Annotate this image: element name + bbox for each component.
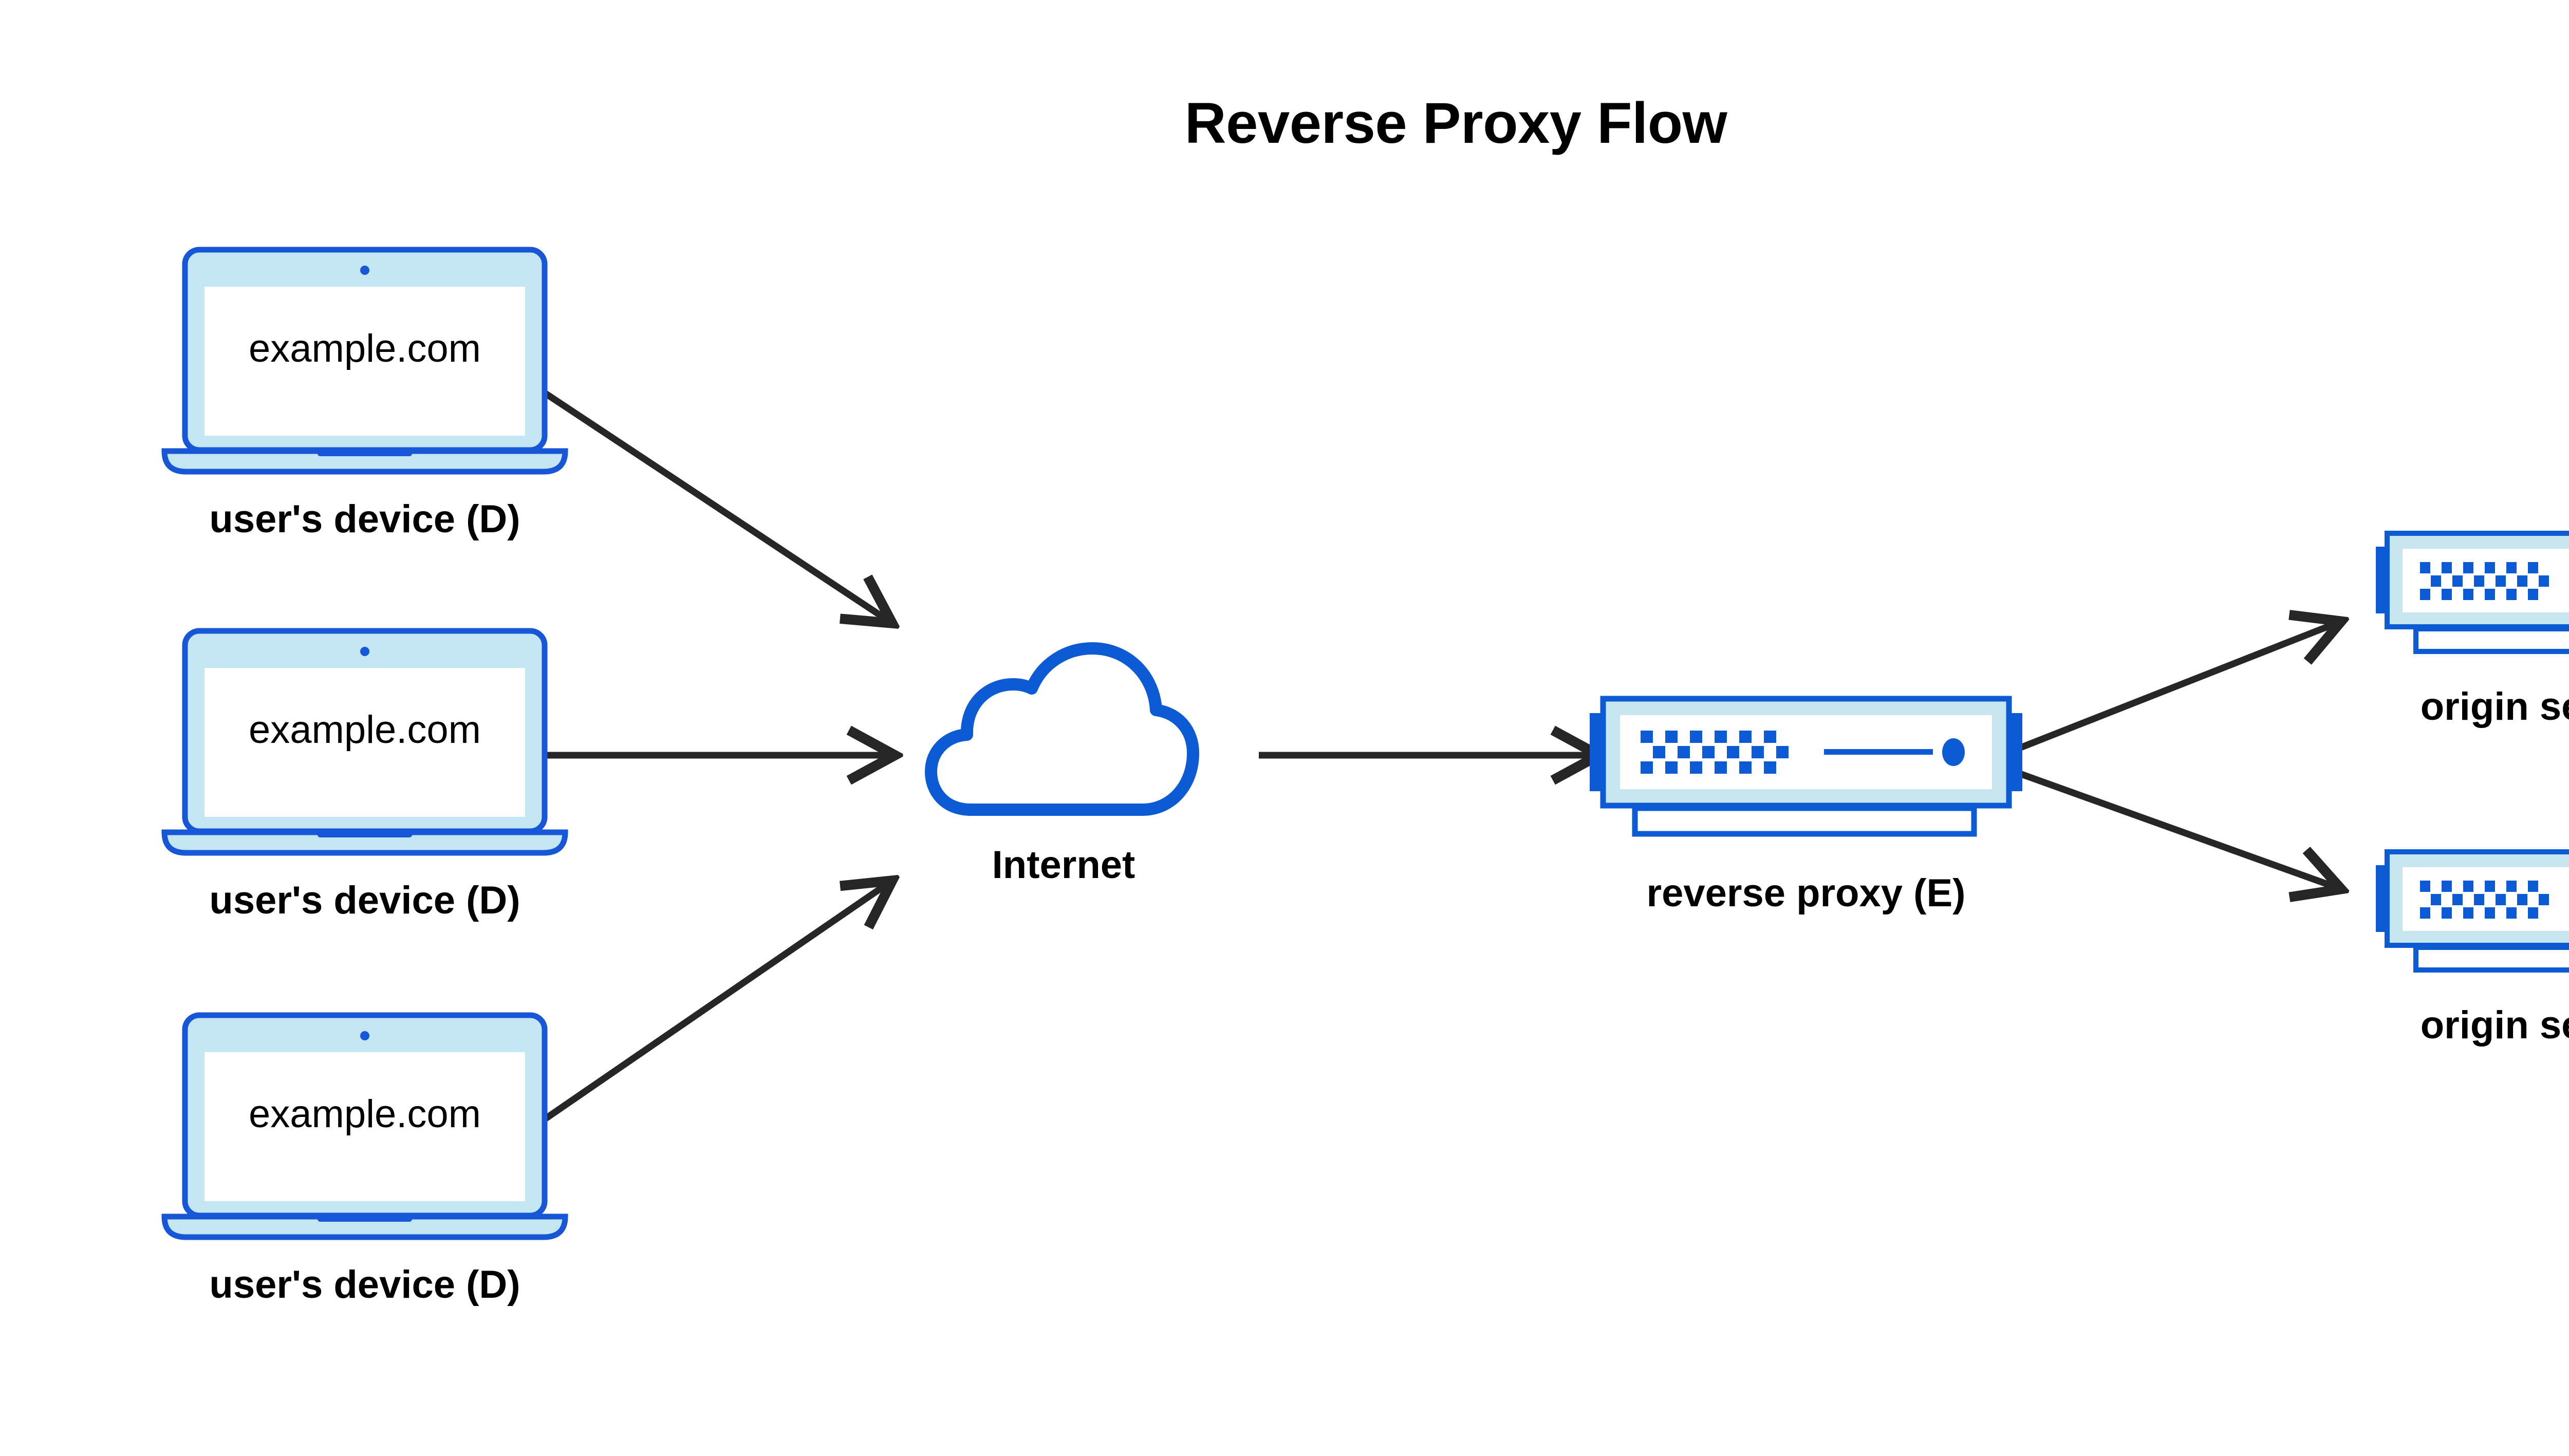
caption-client-middle: user's device (D) xyxy=(209,879,520,922)
caption-internet: Internet xyxy=(992,843,1135,887)
node-client-bottom[interactable]: example.com user's device (D) xyxy=(159,1012,570,1306)
edge-client-top-to-internet xyxy=(504,364,891,623)
cloud-icon xyxy=(925,642,1199,816)
laptop-icon xyxy=(161,1012,568,1240)
node-client-top[interactable]: example.com user's device (D) xyxy=(159,247,570,541)
laptop-icon xyxy=(161,628,568,856)
server-icon xyxy=(1590,696,2022,837)
server-icon xyxy=(2376,531,2569,654)
node-client-middle[interactable]: example.com user's device (D) xyxy=(159,628,570,922)
caption-reverse-proxy: reverse proxy (E) xyxy=(1646,871,1966,915)
edge-client-bottom-to-internet xyxy=(504,881,891,1149)
node-origin-bottom[interactable]: origin server (F) xyxy=(2374,843,2569,1047)
caption-origin-top: origin server (F) xyxy=(2420,685,2569,729)
node-origin-top[interactable]: origin server (F) xyxy=(2374,524,2569,729)
laptop-screen-text: example.com xyxy=(249,1092,481,1136)
edge-reverse-proxy-to-origin-bottom xyxy=(2010,767,2340,889)
edge-reverse-proxy-to-origin-top xyxy=(2010,622,2340,755)
caption-origin-bottom: origin server (F) xyxy=(2420,1003,2569,1047)
laptop-screen-text: example.com xyxy=(249,327,481,370)
server-icon xyxy=(2376,849,2569,973)
laptop-screen-text: example.com xyxy=(249,708,481,752)
node-internet[interactable]: Internet xyxy=(920,637,1207,887)
laptop-icon xyxy=(161,247,568,475)
page-title: Reverse Proxy Flow xyxy=(1184,91,1727,155)
caption-client-top: user's device (D) xyxy=(209,497,520,541)
node-reverse-proxy[interactable]: reverse proxy (E) xyxy=(1588,688,2024,915)
caption-client-bottom: user's device (D) xyxy=(209,1263,520,1306)
